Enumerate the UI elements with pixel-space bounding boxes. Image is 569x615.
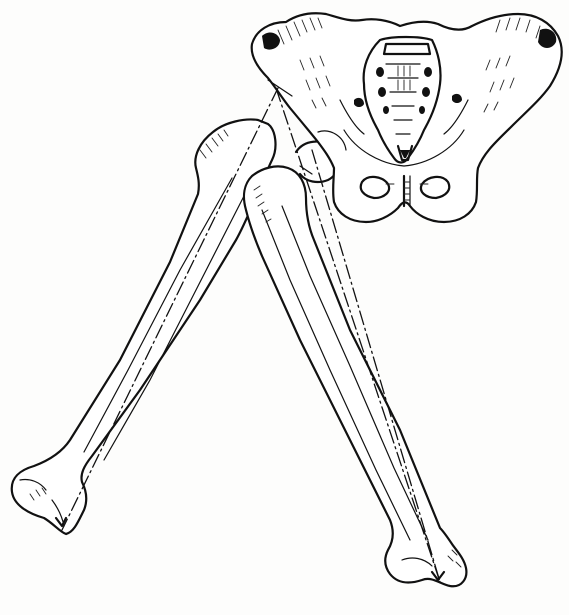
left-femur: [12, 120, 276, 535]
left-femur-axis-line: [62, 88, 278, 530]
